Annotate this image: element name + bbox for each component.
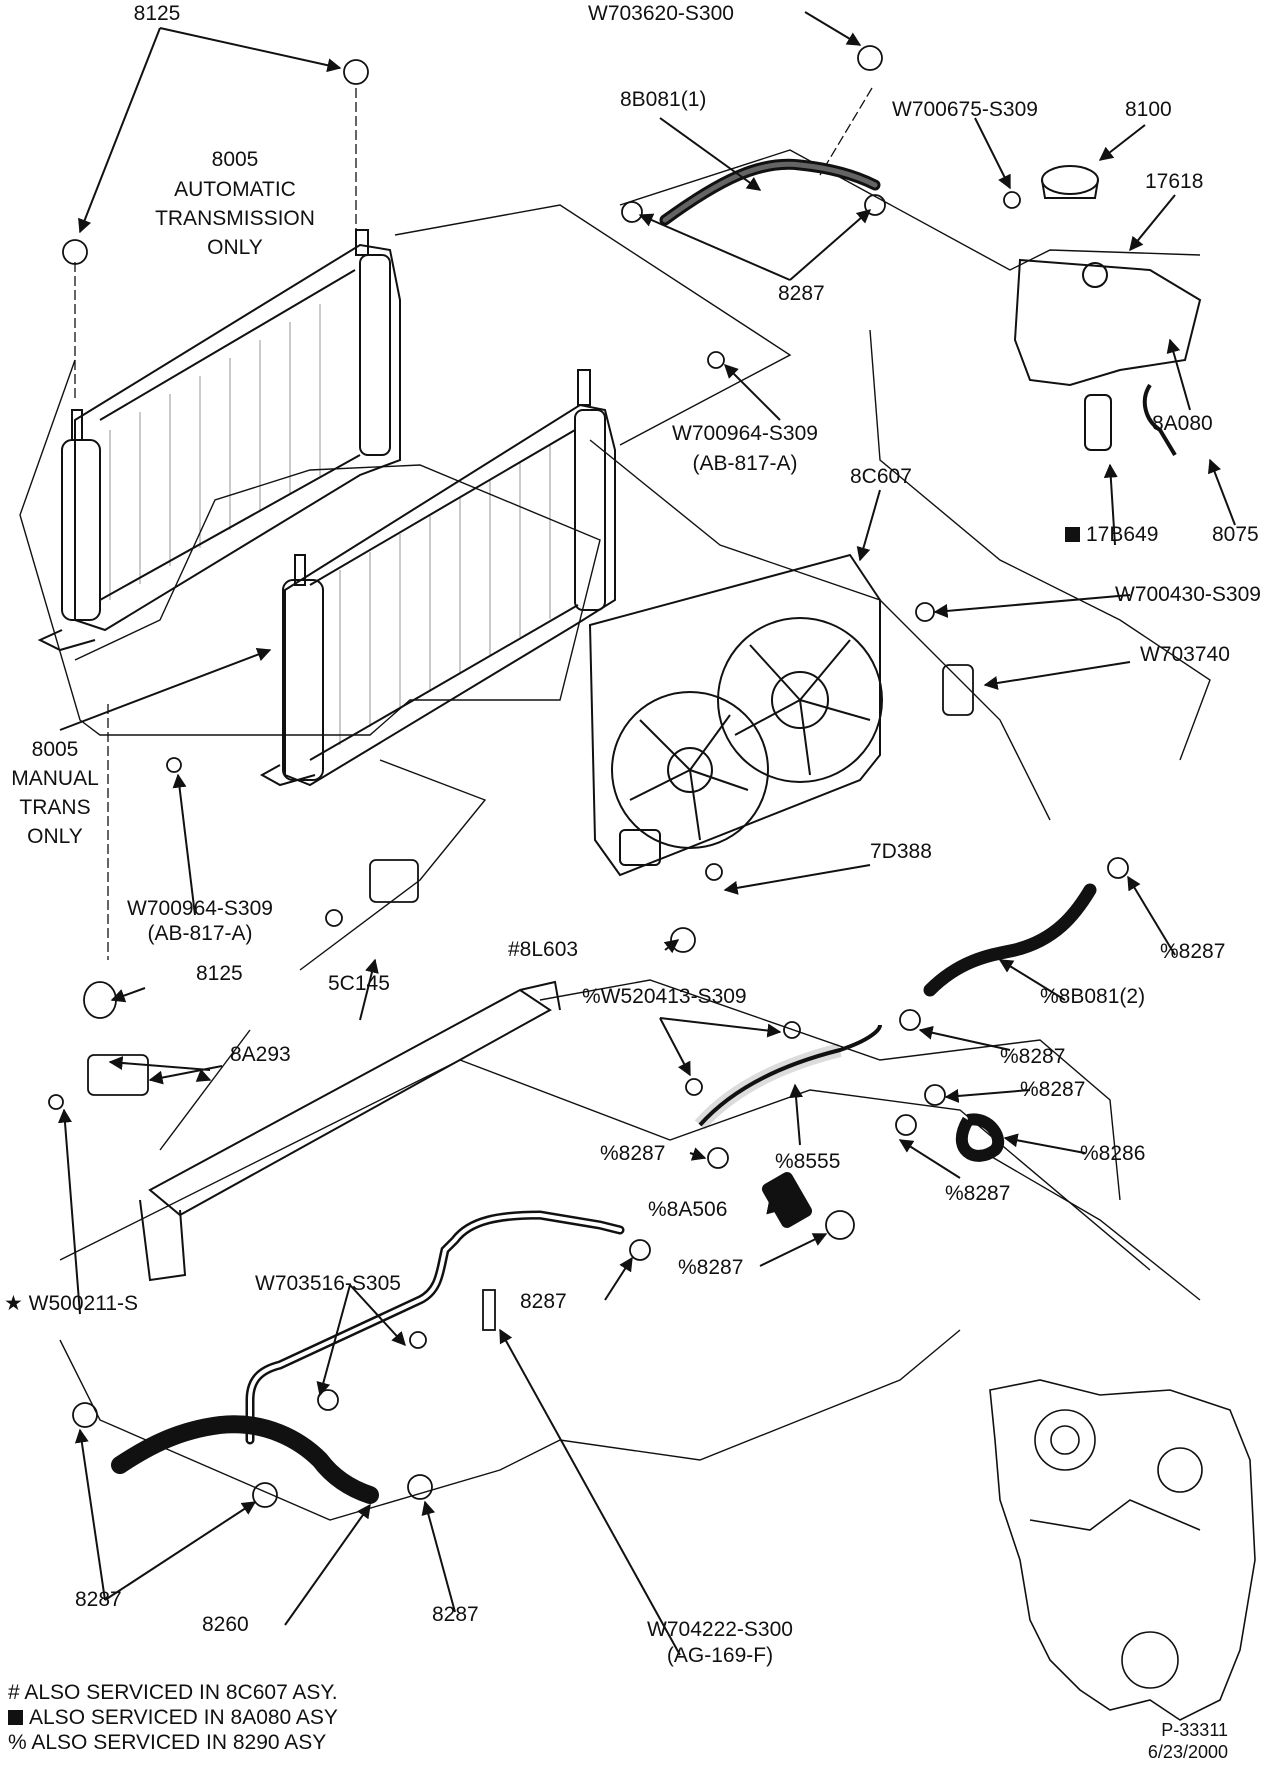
label-w700964-b-line1: W700964-S309 xyxy=(127,897,273,920)
label-8287-h: 8287 xyxy=(520,1290,567,1313)
label-w703620-s300: W703620-S300 xyxy=(588,2,734,25)
label-pct8a506: %8A506 xyxy=(648,1198,728,1221)
label-w700964-a-line1: W700964-S309 xyxy=(672,422,818,445)
legend-hash: # ALSO SERVICED IN 8C607 ASY. xyxy=(8,1681,338,1704)
pipe-5c145 xyxy=(139,980,561,1282)
hose-8b081-2 xyxy=(923,883,1097,997)
label-8125-mid: 8125 xyxy=(196,962,243,985)
outline-lines xyxy=(19,149,1211,1521)
legend-square: ALSO SERVICED IN 8A080 ASY xyxy=(8,1705,338,1730)
hose-8a506 xyxy=(761,1172,813,1228)
label-17b649: 17B649 xyxy=(1065,523,1158,547)
leader-lines xyxy=(58,11,1236,1656)
figure-date: 6/23/2000 xyxy=(1147,1742,1228,1762)
label-w700675-s309: W700675-S309 xyxy=(892,98,1038,121)
coolant-reservoir xyxy=(1013,165,1202,457)
label-8a080: 8A080 xyxy=(1152,412,1213,435)
lower-hose-8260 xyxy=(111,1415,379,1504)
hardware xyxy=(48,45,1129,1508)
label-8287-a: 8287 xyxy=(778,282,825,305)
metal-tube xyxy=(245,1210,625,1445)
label-8a293: 8A293 xyxy=(230,1043,291,1066)
label-w703740: W703740 xyxy=(1140,643,1230,666)
label-8075: 8075 xyxy=(1212,523,1259,546)
label-pct8555: %8555 xyxy=(775,1150,841,1173)
label-8005-auto-line3: TRANSMISSION xyxy=(155,207,315,230)
phantom-lines xyxy=(74,87,873,960)
label-8287-j: 8287 xyxy=(432,1603,479,1626)
label-8005-manual-line3: TRANS xyxy=(19,796,91,819)
label-pct8287-d: %8287 xyxy=(1020,1078,1086,1101)
upper-hose-1 xyxy=(659,158,881,226)
label-w520413-s309: %W520413-S309 xyxy=(582,985,747,1008)
label-8c607: 8C607 xyxy=(850,465,912,488)
legend-percent: % ALSO SERVICED IN 8290 ASY xyxy=(8,1731,327,1754)
figure-number: P-33311 xyxy=(1161,1720,1228,1740)
label-w700430-s309: W700430-S309 xyxy=(1115,583,1261,606)
label-pct8287-g: %8287 xyxy=(678,1256,744,1279)
label-8287-i: 8287 xyxy=(75,1588,122,1611)
label-8005-auto-line1: 8005 xyxy=(211,148,259,171)
label-w704222-line2: (AG-169-F) xyxy=(666,1644,774,1667)
label-8260: 8260 xyxy=(202,1613,249,1636)
label-pct8287-e: %8287 xyxy=(600,1142,666,1165)
label-pct8287-b: %8287 xyxy=(1160,940,1226,963)
label-w700964-b-line2: (AB-817-A) xyxy=(147,922,253,945)
label-pct8287-f: %8287 xyxy=(945,1182,1011,1205)
label-w704222-line1: W704222-S300 xyxy=(647,1618,793,1641)
tube-8555 xyxy=(698,1024,882,1127)
hose-8286 xyxy=(955,1113,1005,1162)
label-8005-auto-line2: AUTOMATIC xyxy=(174,178,296,201)
label-7d388: 7D388 xyxy=(870,840,932,863)
radiator-manual-fins xyxy=(339,444,551,745)
filled-square-icon xyxy=(1065,527,1080,542)
label-8b081-1: 8B081(1) xyxy=(620,88,707,111)
label-pct8287-c: %8287 xyxy=(1000,1045,1066,1068)
label-8l603: #8L603 xyxy=(508,938,579,961)
label-5c145: 5C145 xyxy=(328,972,390,995)
label-8005-manual-line4: ONLY xyxy=(27,825,83,848)
fan-shroud xyxy=(588,553,883,877)
legend-square-text: ALSO SERVICED IN 8A080 ASY xyxy=(29,1706,338,1729)
radiator-manual xyxy=(259,369,616,787)
legend: # ALSO SERVICED IN 8C607 ASY. ALSO SERVI… xyxy=(8,1680,338,1755)
radiator-fins xyxy=(109,304,321,600)
label-w703516-s305: W703516-S305 xyxy=(255,1272,401,1295)
label-8100: 8100 xyxy=(1125,98,1172,121)
label-8005-manual-line2: MANUAL xyxy=(11,767,99,790)
label-8125-top: 8125 xyxy=(133,2,181,25)
label-w700964-a-line2: (AB-817-A) xyxy=(692,452,798,475)
engine-block xyxy=(989,1379,1256,1721)
label-pct8b081-2: %8B081(2) xyxy=(1040,985,1146,1008)
label-8005-manual-line1: 8005 xyxy=(31,738,79,761)
radiator-automatic xyxy=(37,229,401,652)
label-w500211-s: ★ W500211-S xyxy=(4,1292,138,1315)
label-17618: 17618 xyxy=(1145,170,1204,193)
label-8005-auto-line4: ONLY xyxy=(207,236,263,259)
filled-square-icon xyxy=(8,1710,23,1725)
label-pct8286: %8286 xyxy=(1080,1142,1146,1165)
